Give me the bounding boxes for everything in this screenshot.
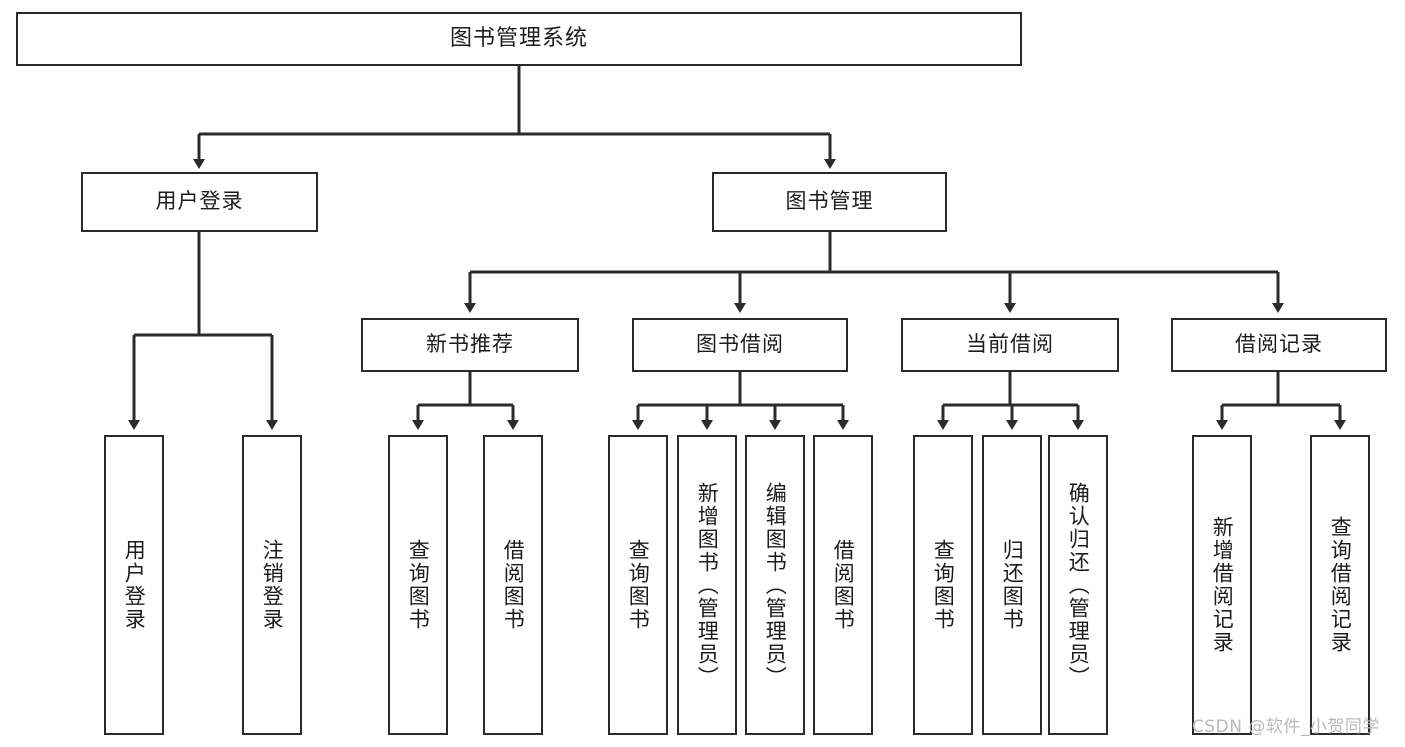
- node-leaf-query-book-1[interactable]: 查询图书: [388, 435, 448, 735]
- node-leaf-user-login[interactable]: 用户登录: [104, 435, 164, 735]
- csdn-watermark: CSDN @软件_小贺同学: [1192, 717, 1380, 737]
- node-borrow-record[interactable]: 借阅记录: [1171, 318, 1387, 372]
- node-leaf-query-record[interactable]: 查询借阅记录: [1310, 435, 1370, 735]
- node-leaf-borrow-book-2[interactable]: 借阅图书: [813, 435, 873, 735]
- node-leaf-edit-book[interactable]: 编辑图书（管理员）: [745, 435, 805, 735]
- node-current-borrow[interactable]: 当前借阅: [901, 318, 1119, 372]
- node-leaf-borrow-book-1[interactable]: 借阅图书: [483, 435, 543, 735]
- node-leaf-logout[interactable]: 注销登录: [242, 435, 302, 735]
- node-new-book-rec[interactable]: 新书推荐: [361, 318, 579, 372]
- node-book-borrow[interactable]: 图书借阅: [632, 318, 848, 372]
- node-book-manage[interactable]: 图书管理: [712, 172, 947, 232]
- node-leaf-add-record[interactable]: 新增借阅记录: [1192, 435, 1252, 735]
- node-leaf-add-book[interactable]: 新增图书（管理员）: [677, 435, 737, 735]
- node-root-system[interactable]: 图书管理系统: [16, 12, 1022, 66]
- node-leaf-confirm-return[interactable]: 确认归还（管理员）: [1048, 435, 1108, 735]
- node-user-login[interactable]: 用户登录: [81, 172, 318, 232]
- node-leaf-query-book-2[interactable]: 查询图书: [608, 435, 668, 735]
- node-leaf-query-book-3[interactable]: 查询图书: [913, 435, 973, 735]
- node-leaf-return-book[interactable]: 归还图书: [982, 435, 1042, 735]
